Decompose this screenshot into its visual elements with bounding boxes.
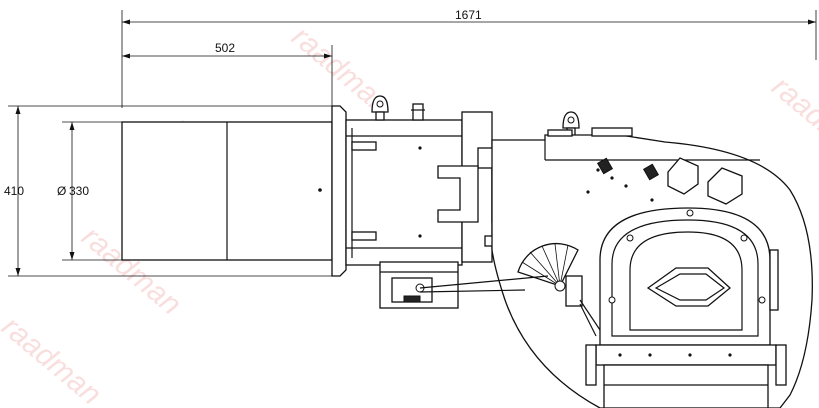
watermark-text: raadman (0, 310, 107, 408)
watermark-text: raadman (766, 70, 819, 171)
dimension-tube-diameter: Ø 330 (57, 121, 122, 261)
tube-diameter-label: 330 (69, 184, 89, 198)
overall-length-label: 1671 (455, 8, 482, 22)
gas-valve-linkage (379, 261, 601, 337)
inspection-hatch-2 (707, 167, 743, 205)
flange-height-label: 410 (4, 184, 24, 198)
dimension-flange-height: 410 (4, 105, 338, 277)
inspection-hatch-1 (667, 157, 699, 195)
top-bolt (411, 103, 425, 121)
air-damper-sector (517, 242, 583, 307)
diameter-symbol: Ø (57, 184, 66, 198)
blast-tube (121, 121, 333, 261)
fan-cover (599, 207, 771, 346)
dimension-overall-length: 1671 (121, 8, 817, 108)
tube-length-label: 502 (215, 41, 235, 55)
dimension-tube-length: 502 (122, 41, 333, 108)
mounting-flange (331, 105, 463, 277)
side-brackets (585, 249, 787, 386)
lifting-eye-left (371, 95, 389, 121)
pressure-switch-2 (642, 163, 660, 181)
pressure-switch-1 (596, 157, 614, 175)
motor (595, 344, 777, 408)
